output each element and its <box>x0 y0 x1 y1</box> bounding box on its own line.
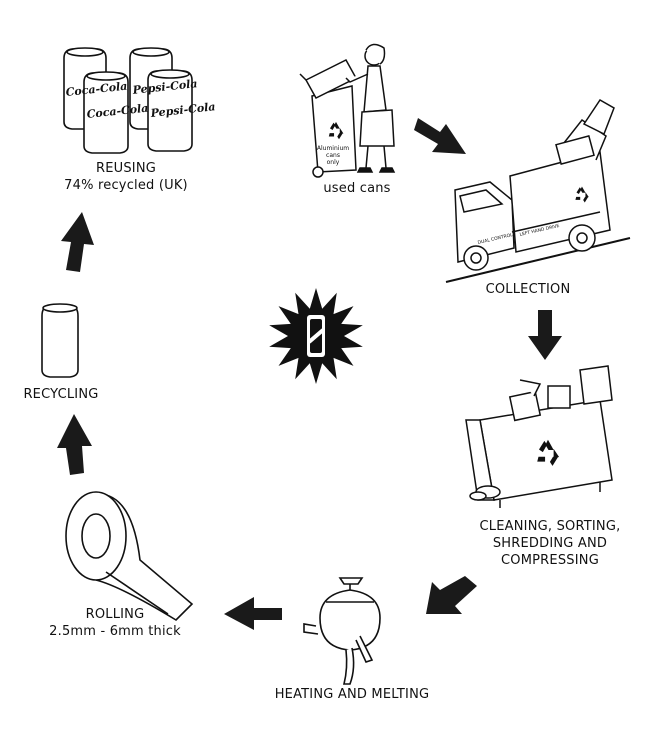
arrow-rolling-to-recycling <box>57 414 92 475</box>
rolling-label: ROLLING <box>85 607 145 622</box>
used-cans-label-block: used cans <box>312 180 402 197</box>
rolling-label-block: ROLLING 2.5mm - 6mm thick <box>40 606 190 640</box>
bin-text-line: only <box>327 159 340 166</box>
arrow-truck-to-cleaning <box>528 310 562 360</box>
reusing-label: REUSING <box>95 161 157 176</box>
heating-label-block: HEATING AND MELTING <box>262 686 442 703</box>
can-brand-text: Coca-Cola <box>65 80 128 99</box>
used-cans-label: used cans <box>323 181 391 196</box>
arrow-melting-to-rolling <box>224 597 282 630</box>
can-brand-text: Coca-Cola <box>86 102 149 121</box>
heating-label: HEATING AND MELTING <box>274 687 430 702</box>
collection-label: COLLECTION <box>485 282 571 297</box>
can-coca-cola-front <box>83 71 129 154</box>
rolling-sublabel: 2.5mm - 6mm thick <box>49 624 181 639</box>
recycling-label: RECYCLING <box>23 387 99 402</box>
recycling-label-block: RECYCLING <box>6 386 116 403</box>
arrow-bin-to-truck <box>414 118 466 154</box>
arrow-cleaning-to-melting <box>426 576 477 614</box>
collection-truck-illustration <box>445 99 631 283</box>
bin-and-person-illustration <box>299 43 396 178</box>
woman-figure <box>345 43 396 173</box>
wheelie-bin <box>299 59 358 178</box>
cleaning-label: CLEANING, SORTING, SHREDDING AND COMPRES… <box>479 519 621 568</box>
collection-label-block: COLLECTION <box>468 281 588 298</box>
bin-text-line: Aluminium <box>317 145 349 152</box>
aluminium-roll-illustration <box>65 491 194 622</box>
arrow-recycling-to-reusing <box>61 212 94 272</box>
starburst-can-icon <box>269 288 363 384</box>
melting-crucible-illustration <box>303 577 381 685</box>
sorting-machine-illustration <box>465 365 613 508</box>
cleaning-label-block: CLEANING, SORTING, SHREDDING AND COMPRES… <box>470 518 630 569</box>
bin-text-line: cans <box>326 152 340 159</box>
bin-label: Aluminium cans only <box>317 145 349 166</box>
reusing-cans-illustration <box>63 47 193 154</box>
plain-can-illustration <box>41 303 79 378</box>
reusing-label-block: REUSING 74% recycled (UK) <box>56 160 196 194</box>
can-pepsi-cola-front <box>147 69 193 152</box>
reusing-sublabel: 74% recycled (UK) <box>64 178 188 193</box>
